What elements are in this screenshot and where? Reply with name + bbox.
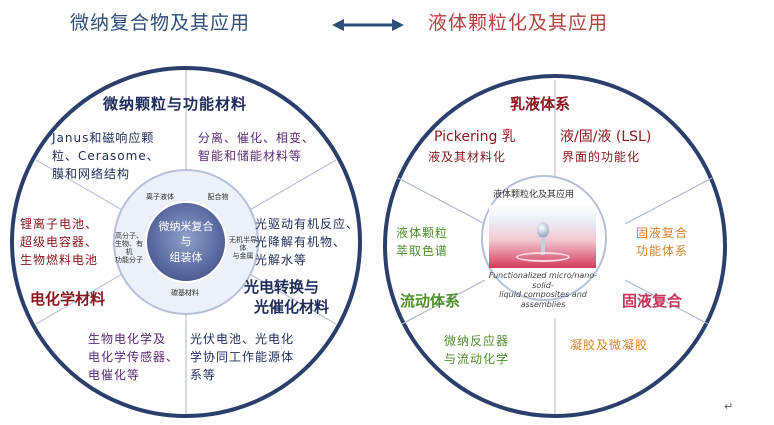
left-bottom-right-line-1: 光伏电池、光电化 — [190, 332, 295, 346]
hub-label-polymer: 高分子、生物、有机功能分子 — [115, 232, 143, 265]
left-right-line-1: 光驱动有机反应、 — [255, 217, 360, 231]
double-arrow-icon — [332, 19, 404, 31]
right-bottom-left-line-2: 与流动化学 — [444, 352, 510, 366]
hub-label-carbon: 碳基材料 — [171, 289, 199, 297]
right-top-left-line-2: 液及其材料化 — [428, 150, 507, 164]
left-bottom-right-line-2: 学协同工作能源体 — [190, 350, 295, 364]
left-top-left-line-2: 粒、Cerasome、 — [52, 149, 160, 163]
hub-center-label: 微纳米复合与组装体 — [158, 220, 214, 264]
left-top-left-line-3: 膜和网络结构 — [52, 167, 131, 181]
left-right-line-3: 光解水等 — [255, 253, 308, 267]
right-top-left-line-1: Pickering 乳 — [434, 129, 516, 145]
left-left-line-1: 锂离子电池、 — [20, 217, 99, 231]
left-top-title: 微纳颗粒与功能材料 — [103, 95, 248, 113]
droplet-stem — [541, 237, 545, 255]
left-bottom-left-line-2: 电化学传感器、 — [88, 350, 180, 364]
right-hub-caption: Functionalized micro/nano-solid-liquid c… — [488, 271, 598, 309]
splash-ring — [516, 252, 570, 262]
left-bottom-left-line-3: 电催化等 — [88, 368, 141, 382]
right-left-title: 流动体系 — [400, 292, 461, 310]
right-right-line-1: 固液复合 — [636, 226, 689, 240]
hub-label-semiconductor: 无机半导体与金属 — [229, 236, 257, 261]
right-top-right-line-1: 液/固/液 (LSL) — [560, 129, 652, 145]
left-left-line-3: 生物燃料电池 — [20, 253, 99, 267]
left-right-title-1: 光电转换与 — [244, 278, 320, 296]
right-hub-title: 液体颗粒化及其应用 — [493, 190, 575, 200]
hub-label-complex: 配合物 — [207, 193, 229, 201]
right-right-title: 固液复合 — [622, 292, 683, 310]
right-top-title: 乳液体系 — [510, 95, 571, 113]
left-header-title: 微纳复合物及其应用 — [70, 12, 251, 34]
right-dividers — [397, 80, 713, 414]
droplet-icon — [537, 222, 549, 238]
left-right-title-2: 光催化材料 — [254, 298, 330, 316]
right-bottom-left-line-1: 微纳反应器 — [444, 334, 510, 348]
left-top-left-line-1: Janus和磁响应颗 — [52, 131, 155, 145]
right-header-title: 液体颗粒化及其应用 — [428, 12, 609, 34]
left-right-line-2: 光降解有机物、 — [255, 235, 347, 249]
left-top-right-line-1: 分离、催化、相变、 — [198, 131, 316, 145]
left-hub-core — [145, 201, 227, 283]
right-bottom-right-text: 凝胶及微凝胶 — [570, 338, 649, 352]
left-top-right-line-2: 智能和储能材料等 — [198, 149, 303, 163]
right-left-line-2: 萃取色谱 — [396, 244, 449, 258]
left-dividers — [35, 70, 337, 414]
left-left-title: 电化学材料 — [30, 290, 106, 308]
right-top-right-line-2: 界面的功能化 — [562, 150, 641, 164]
hub-label-ionic-liquid: 离子液体 — [146, 193, 174, 201]
left-left-line-2: 超级电容器、 — [20, 235, 99, 249]
right-left-line-1: 液体颗粒 — [396, 226, 449, 240]
left-bottom-left-line-1: 生物电化学及 — [88, 332, 167, 346]
right-right-line-2: 功能体系 — [636, 244, 689, 258]
paragraph-mark: ↵ — [724, 400, 734, 413]
left-bottom-right-line-3: 系等 — [190, 368, 217, 382]
